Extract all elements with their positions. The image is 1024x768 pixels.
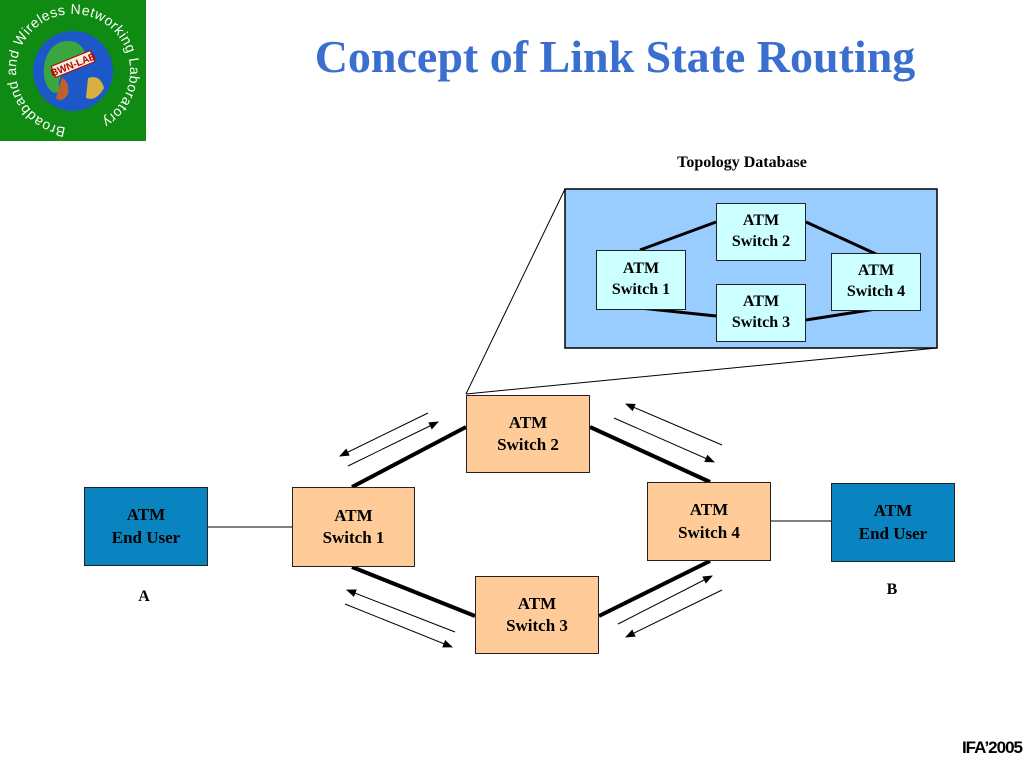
end-user-b-label: B bbox=[886, 581, 898, 598]
db-link-1-2 bbox=[639, 220, 717, 252]
link-switch3-switch4 bbox=[598, 559, 711, 618]
end-user-b-line2: End User bbox=[858, 523, 928, 543]
db-switch-1: ATM Switch 1 bbox=[596, 250, 686, 310]
switch-1-line2: Switch 1 bbox=[322, 528, 385, 547]
arrow-icon bbox=[617, 575, 713, 625]
bwn-lab-logo: BWN-LAB Broadband and Wireless Networkin… bbox=[0, 0, 146, 141]
switch-2-line1: ATM bbox=[508, 412, 548, 432]
switch-2-line2: Switch 2 bbox=[497, 435, 559, 454]
db-switch-1-line2: Switch 1 bbox=[611, 281, 671, 298]
switch-1-line1: ATM bbox=[334, 505, 373, 525]
arrow-icon bbox=[339, 412, 429, 457]
link-switch1-switch2 bbox=[351, 425, 467, 489]
db-switch-4-line1: ATM bbox=[857, 262, 895, 280]
end-user-b-line1: ATM bbox=[873, 501, 913, 521]
arrow-icon bbox=[346, 589, 456, 633]
db-switch-1-line1: ATM bbox=[622, 260, 660, 278]
switch-2: ATM Switch 2 bbox=[466, 395, 590, 473]
db-link-2-4 bbox=[805, 220, 877, 256]
topology-database-title: Topology Database bbox=[677, 154, 807, 171]
switch-4-line1: ATM bbox=[689, 500, 729, 520]
end-user-a-line2: End User bbox=[111, 527, 181, 547]
end-user-a-label: A bbox=[138, 588, 150, 605]
zoom-line-bottom bbox=[465, 347, 938, 395]
link-switch2-switch4 bbox=[589, 425, 711, 484]
switch-4-line2: Switch 4 bbox=[678, 522, 740, 542]
arrow-icon bbox=[344, 603, 453, 648]
zoom-line-top bbox=[465, 188, 566, 395]
db-switch-3: ATM Switch 3 bbox=[716, 284, 806, 342]
switch-3: ATM Switch 3 bbox=[475, 576, 599, 654]
switch-3-line1: ATM bbox=[517, 593, 557, 613]
end-user-a-line1: ATM bbox=[126, 505, 166, 525]
db-switch-2-line2: Switch 2 bbox=[731, 233, 791, 250]
switch-3-line2: Switch 3 bbox=[506, 616, 568, 635]
db-switch-3-line2: Switch 3 bbox=[731, 314, 791, 331]
arrow-icon bbox=[625, 589, 723, 638]
db-switch-4-line2: Switch 4 bbox=[846, 283, 906, 300]
footer-tag: IFA’2005 bbox=[961, 738, 1023, 757]
db-switch-4: ATM Switch 4 bbox=[831, 253, 921, 311]
db-switch-3-line1: ATM bbox=[742, 293, 780, 311]
arrow-icon bbox=[625, 403, 723, 446]
db-switch-2-line1: ATM bbox=[742, 212, 780, 230]
switch-1: ATM Switch 1 bbox=[292, 487, 415, 567]
arrow-icon bbox=[347, 421, 439, 467]
arrow-icon bbox=[613, 417, 715, 463]
link-switch1-switch3 bbox=[351, 565, 476, 618]
page-title: Concept of Link State Routing bbox=[314, 31, 916, 82]
db-switch-2: ATM Switch 2 bbox=[716, 203, 806, 261]
